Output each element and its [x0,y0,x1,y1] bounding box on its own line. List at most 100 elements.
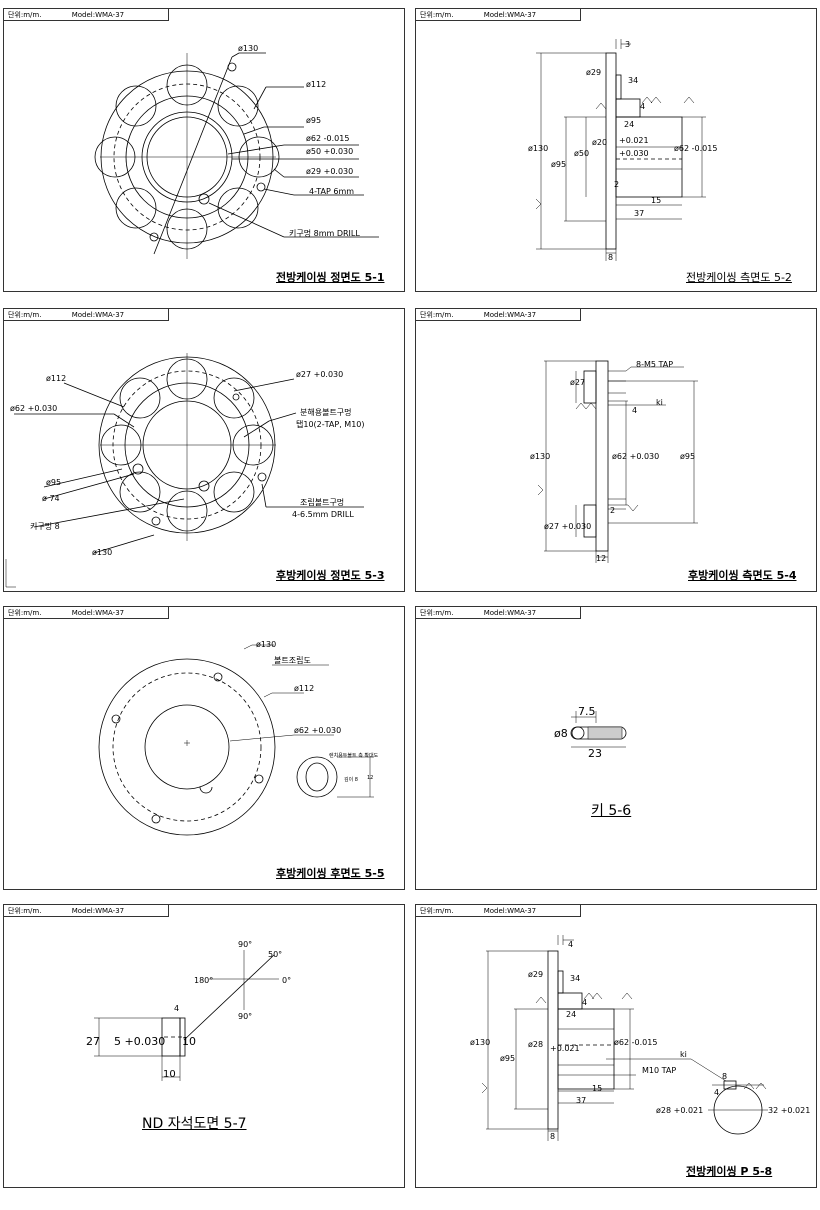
dim-d95: ø95 [46,478,61,487]
drawing-title: 키 5-6 [591,803,632,819]
dim-d130: ø130 [92,548,112,557]
drawing-front-casing-side: 3 ø29 34 4 24 ø130 ø20 +0.021 ø50 +0.030… [528,39,717,262]
tol-030: +0.030 [619,149,649,158]
dim-d29: ø29 [586,68,601,77]
model-label: Model:WMA-37 [483,11,537,19]
dim-4-key: 4 [714,1088,719,1097]
drawing-title: 전방케이씽 P 5-8 [686,1165,773,1178]
dim-tap: 4-TAP 6mm [309,187,354,196]
tol-021: +0.021 [550,1044,580,1053]
model-label: Model:WMA-37 [483,609,537,617]
dim-15: 15 [592,1084,602,1093]
dim-d8: ø8 [554,727,568,740]
dim-d130: ø130 [256,640,276,649]
dim-d95: ø95 [306,116,321,125]
drawing-nd-magnet: 90° 50° 180° 0° 90° 4 27 5 +0.030 10 10 [86,940,291,1081]
dim-34: 34 [570,974,580,983]
dim-d29: ø29 +0.030 [306,167,353,176]
inset-dim-12: 12 [367,775,373,781]
dim-10: 10 [182,1035,196,1048]
dim-d112: ø112 [306,80,326,89]
dim-d62: ø62 +0.030 [10,404,57,413]
title-block: 단위:m/m. Model:WMA-37 [4,9,169,21]
drawing-title: ND 자석도면 5-7 [142,1116,247,1132]
dim-5-030: 5 +0.030 [114,1035,165,1048]
dim-24: 24 [624,120,634,129]
unit-label: 단위:m/m. [8,609,42,617]
dim-d130: ø130 [470,1038,490,1047]
key-ki: ki [680,1050,687,1059]
dim-3: 3 [625,40,630,49]
dim-d95: ø95 [551,160,566,169]
dim-2: 2 [614,180,619,189]
dim-7-5: 7.5 [578,705,596,718]
bolt-assembly-label: 볼트조립도 [274,655,311,665]
key-hole-label: 키구멍 8 [30,521,60,531]
unit-label: 단위:m/m. [8,907,42,915]
dim-d62: ø62 +0.030 [294,726,341,735]
dim-8-bottom: 8 [550,1132,555,1141]
asm-hole-spec: 4-6.5mm DRILL [292,510,354,519]
dim-15: 15 [651,196,661,205]
dim-d62: ø62 -0.015 [614,1038,657,1047]
dim-d62: ø62 -0.015 [306,134,349,143]
title-block: 단위:m/m. Model:WMA-37 [4,905,169,917]
angle-50: 50° [268,950,282,959]
drawing-title: 후방케이씽 후면도 5-5 [276,867,385,880]
dim-4: 4 [640,102,645,111]
model-label: Model:WMA-37 [483,907,537,915]
dim-d50: ø50 +0.030 [306,147,353,156]
dim-4-mid: 4 [582,998,587,1007]
model-label: Model:WMA-37 [71,907,125,915]
dim-8: 8 [608,253,613,262]
drawing-key: 7.5 ø8 23 [554,705,627,760]
title-block: 단위:m/m. Model:WMA-37 [416,9,581,21]
dim-4: 4 [174,1004,179,1013]
asm-hole-label: 조립볼트구멍 [300,497,344,507]
dim-2: 2 [610,506,615,515]
title-block: 단위:m/m. Model:WMA-37 [416,905,581,917]
dim-d50: ø50 [574,149,589,158]
title-block: 단위:m/m. Model:WMA-37 [4,309,169,321]
dim-32: 32 +0.021 [768,1106,810,1115]
dim-4: 4 [632,406,637,415]
drawing-front-casing-p: 4 ø29 34 4 24 ø130 ø28 +0.021 ø62 -0.015… [470,935,810,1141]
title-block: 단위:m/m. Model:WMA-37 [416,607,581,619]
dim-37: 37 [634,209,644,218]
dim-d62: ø62 -0.015 [674,144,717,153]
key-ki: ki [656,398,663,407]
model-label: Model:WMA-37 [71,609,125,617]
panel-front-casing-front-view: 단위:m/m. Model:WMA-37 ø130 ø112 ø95 ø62 -… [3,8,405,292]
dim-d74: ø 74 [42,494,60,503]
dim-d95: ø95 [680,452,695,461]
drawing-front-casing-front: ø130 ø112 ø95 ø62 -0.015 ø50 +0.030 ø29 … [94,44,379,259]
unit-label: 단위:m/m. [8,311,42,319]
panel-front-casing-side-view: 단위:m/m. Model:WMA-37 3 ø29 34 4 24 ø130 … [415,8,817,292]
unit-label: 단위:m/m. [420,11,454,19]
tol-021: +0.021 [619,136,649,145]
model-label: Model:WMA-37 [483,311,537,319]
drawing-rear-casing-front: ø112 ø27 +0.030 ø62 +0.030 분해용볼트구멍 탭10(2… [5,353,365,588]
panel-key: 단위:m/m. Model:WMA-37 7.5 ø8 23 키 5-6 [415,606,817,890]
unit-label: 단위:m/m. [420,311,454,319]
dim-4-top: 4 [568,940,573,949]
bolt-hole-spec: 탭10(2-TAP, M10) [296,419,365,429]
dim-34: 34 [628,76,638,85]
dim-d20: ø20 [592,138,607,147]
dim-d27-top: ø27 [570,378,585,387]
bolt-hole-label: 분해용볼트구멍 [300,407,352,417]
dim-d28-key: ø28 +0.021 [656,1106,703,1115]
panel-rear-casing-front-view: 단위:m/m. Model:WMA-37 ø112 ø27 +0.030 ø62… [3,308,405,592]
drawing-rear-casing-side: 8-M5 TAP ø27 ki 4 ø130 ø62 +0.030 ø95 2 … [530,360,698,563]
dim-d62: ø62 +0.030 [612,452,659,461]
title-block: 단위:m/m. Model:WMA-37 [416,309,581,321]
unit-label: 단위:m/m. [8,11,42,19]
title-block: 단위:m/m. Model:WMA-37 [4,607,169,619]
drawing-rear-casing-rear: ø130 볼트조립도 ø112 ø62 +0.030 렌치용두볼트 측 확대도 … [98,640,379,836]
panel-front-casing-p: 단위:m/m. Model:WMA-37 4 ø29 34 4 24 [415,904,817,1188]
angle-90-top: 90° [238,940,252,949]
drawing-title: 전방케이씽 측면도 5-2 [686,271,792,284]
dim-24: 24 [566,1010,576,1019]
dim-drill: 키구멍 8mm DRILL [289,228,360,238]
dim-d130: ø130 [238,44,258,53]
